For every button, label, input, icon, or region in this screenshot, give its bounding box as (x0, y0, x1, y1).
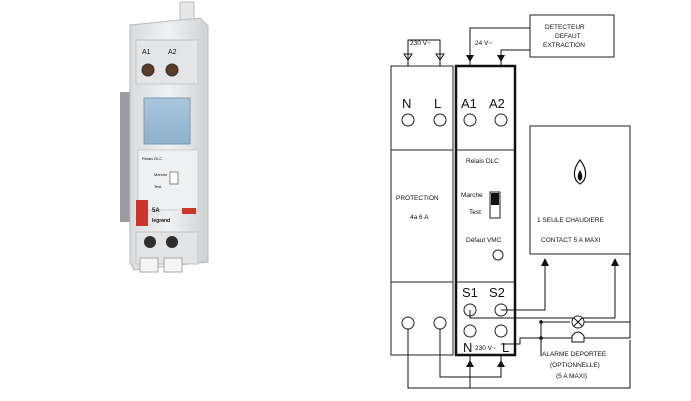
photo-switch (169, 171, 179, 185)
relay-screw-l (494, 324, 508, 338)
switch-marche-label: Marche (461, 192, 483, 199)
relay-terminal-a2: A2 (489, 96, 505, 111)
alarm-line-2: (OPTIONNELLE) (550, 362, 600, 369)
alarm-line-3: (5 A MAXI) (556, 373, 587, 380)
supply-24-label: 24 V~ (475, 40, 492, 47)
protection-screw-l-bottom (433, 316, 447, 330)
relay-screw-a2 (494, 113, 508, 127)
photo-blue-window (143, 97, 191, 145)
protection-terminal-n: N (402, 96, 411, 111)
default-vmc-label: Défaut VMC (466, 237, 502, 244)
switch-test-label: Test (469, 209, 481, 216)
alarm-bell-icon (571, 331, 585, 343)
protection-terminal-l: L (434, 96, 441, 111)
photo-red-strip (136, 200, 148, 226)
default-vmc-indicator (492, 249, 504, 261)
relay-bottom-n: N (463, 340, 472, 355)
photo-screw-a2 (165, 63, 179, 77)
protection-screw-n-bottom (401, 316, 415, 330)
detector-line-2: DEFAUT (555, 33, 581, 40)
protection-title: PROTECTION (396, 195, 439, 202)
photo-screw-a1 (141, 63, 155, 77)
relay-product-photo: A1 A2 Relais DLC Marche Test 5A legrand (120, 1, 209, 273)
boiler-line-1: 1 SEULE CHAUDIERE (537, 217, 604, 224)
detector-line-3: EXTRACTION (543, 42, 585, 49)
photo-red-tag (182, 208, 196, 214)
protection-screw-n-top (401, 113, 415, 127)
photo-terminal-a1: A1 (142, 49, 151, 56)
relay-terminal-s2: S2 (489, 285, 505, 300)
detector-box (529, 14, 615, 58)
protection-rating: 4a 6 A (410, 214, 429, 221)
protection-screw-l-top (433, 113, 447, 127)
protection-module (390, 65, 454, 356)
relay-bottom-l: L (502, 340, 509, 355)
alarm-line-1: ALARME DEPORTEE (542, 351, 607, 358)
detector-line-1: DETECTEUR (545, 24, 585, 31)
relay-screw-a1 (463, 113, 477, 127)
relay-terminal-a1: A1 (461, 96, 477, 111)
boiler-box (529, 125, 631, 255)
photo-screw-bottom-1 (144, 236, 156, 248)
relay-bottom-voltage: 230 V~ (475, 345, 496, 352)
photo-terminal-a2: A2 (168, 49, 177, 56)
supply-230-label: 230 V~ (410, 40, 431, 47)
photo-rating: 5A (152, 208, 160, 214)
relay-screw-n (463, 324, 477, 338)
flame-icon (573, 159, 587, 185)
photo-relay-label: Relais DLC (142, 156, 162, 161)
relay-title: Relais DLC (466, 158, 499, 165)
relay-dlc-module (454, 64, 517, 357)
boiler-line-2: CONTACT 5 A MAXI (541, 237, 601, 244)
photo-screw-bottom-2 (166, 236, 178, 248)
relay-terminal-s1: S1 (462, 285, 478, 300)
photo-marche-label: Marche (154, 172, 168, 177)
photo-test-label: Test (154, 184, 162, 189)
photo-brand: legrand (152, 218, 170, 224)
